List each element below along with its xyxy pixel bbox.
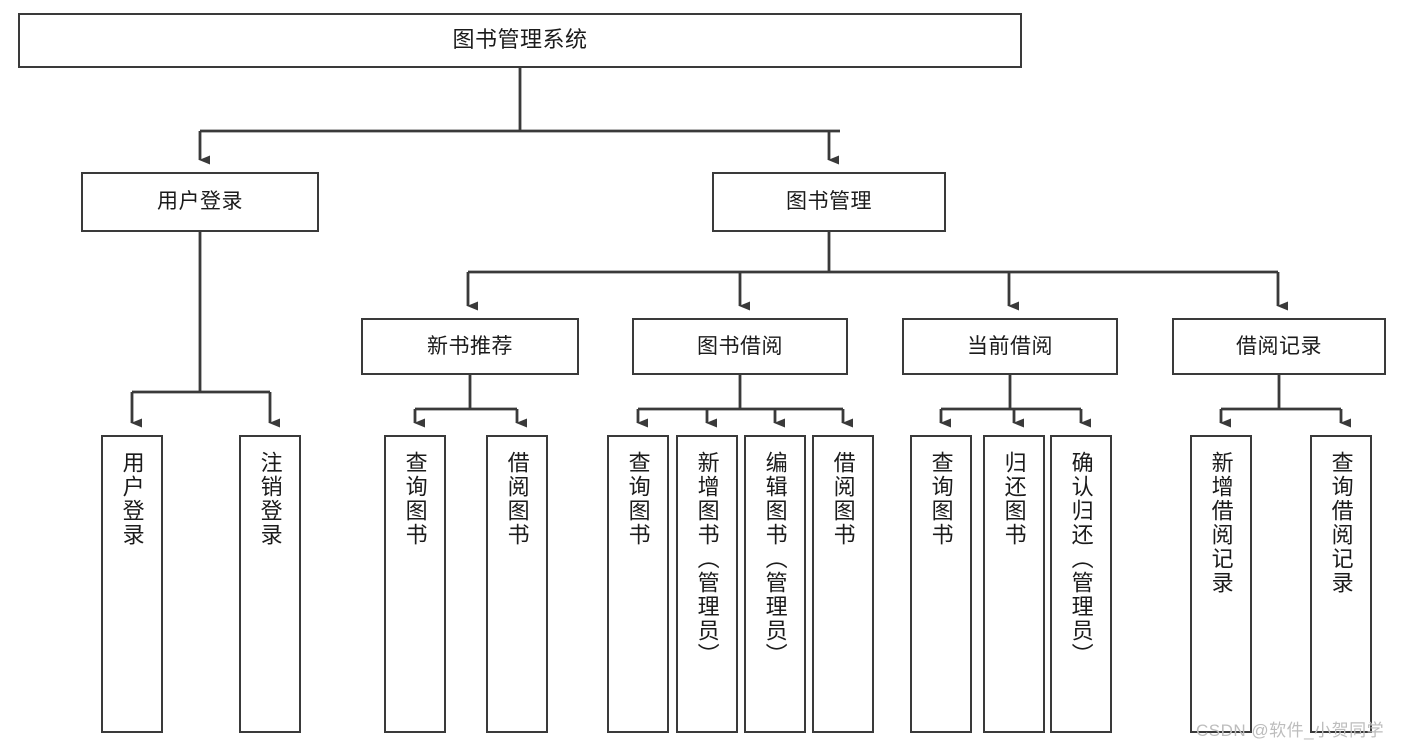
node-book-borrow-label: 图书借阅 bbox=[697, 334, 783, 358]
node-leaf-add-book[interactable]: 新增图书（管理员） bbox=[676, 435, 738, 733]
node-leaf-user-logout-label: 注销登录 bbox=[257, 451, 283, 547]
node-new-book-rec-label: 新书推荐 bbox=[427, 334, 513, 358]
node-user-login[interactable]: 用户登录 bbox=[81, 172, 319, 232]
node-leaf-return-book-label: 归还图书 bbox=[1001, 451, 1027, 547]
node-leaf-borrow-book-2[interactable]: 借阅图书 bbox=[812, 435, 874, 733]
node-leaf-add-record-label: 新增借阅记录 bbox=[1208, 451, 1234, 595]
node-root[interactable]: 图书管理系统 bbox=[18, 13, 1022, 68]
node-leaf-return-book[interactable]: 归还图书 bbox=[983, 435, 1045, 733]
node-user-login-label: 用户登录 bbox=[157, 190, 243, 214]
node-leaf-query-book-2[interactable]: 查询图书 bbox=[607, 435, 669, 733]
node-leaf-query-book-3[interactable]: 查询图书 bbox=[910, 435, 972, 733]
node-root-label: 图书管理系统 bbox=[452, 27, 588, 53]
node-leaf-query-book-1-label: 查询图书 bbox=[402, 451, 428, 547]
node-leaf-borrow-book-1[interactable]: 借阅图书 bbox=[486, 435, 548, 733]
node-book-manage-label: 图书管理 bbox=[786, 190, 872, 214]
node-leaf-add-record[interactable]: 新增借阅记录 bbox=[1190, 435, 1252, 733]
node-leaf-user-login-label: 用户登录 bbox=[119, 451, 145, 547]
node-leaf-confirm-return[interactable]: 确认归还（管理员） bbox=[1050, 435, 1112, 733]
node-leaf-add-book-label: 新增图书（管理员） bbox=[694, 451, 720, 667]
node-borrow-record[interactable]: 借阅记录 bbox=[1172, 318, 1386, 375]
node-current-borrow[interactable]: 当前借阅 bbox=[902, 318, 1118, 375]
node-leaf-query-book-2-label: 查询图书 bbox=[625, 451, 651, 547]
node-new-book-rec[interactable]: 新书推荐 bbox=[361, 318, 579, 375]
watermark-text: CSDN @软件_小贺同学 bbox=[1196, 721, 1385, 740]
node-book-borrow[interactable]: 图书借阅 bbox=[632, 318, 848, 375]
node-leaf-borrow-book-1-label: 借阅图书 bbox=[504, 451, 530, 547]
node-current-borrow-label: 当前借阅 bbox=[967, 334, 1053, 358]
node-leaf-query-book-1[interactable]: 查询图书 bbox=[384, 435, 446, 733]
node-leaf-query-record[interactable]: 查询借阅记录 bbox=[1310, 435, 1372, 733]
node-leaf-confirm-return-label: 确认归还（管理员） bbox=[1068, 451, 1094, 667]
node-leaf-edit-book-label: 编辑图书（管理员） bbox=[762, 451, 788, 667]
node-leaf-query-book-3-label: 查询图书 bbox=[928, 451, 954, 547]
node-leaf-borrow-book-2-label: 借阅图书 bbox=[830, 451, 856, 547]
node-leaf-edit-book[interactable]: 编辑图书（管理员） bbox=[744, 435, 806, 733]
node-leaf-user-login[interactable]: 用户登录 bbox=[101, 435, 163, 733]
node-borrow-record-label: 借阅记录 bbox=[1236, 334, 1322, 358]
node-book-manage[interactable]: 图书管理 bbox=[712, 172, 946, 232]
node-leaf-query-record-label: 查询借阅记录 bbox=[1328, 451, 1354, 595]
node-leaf-user-logout[interactable]: 注销登录 bbox=[239, 435, 301, 733]
